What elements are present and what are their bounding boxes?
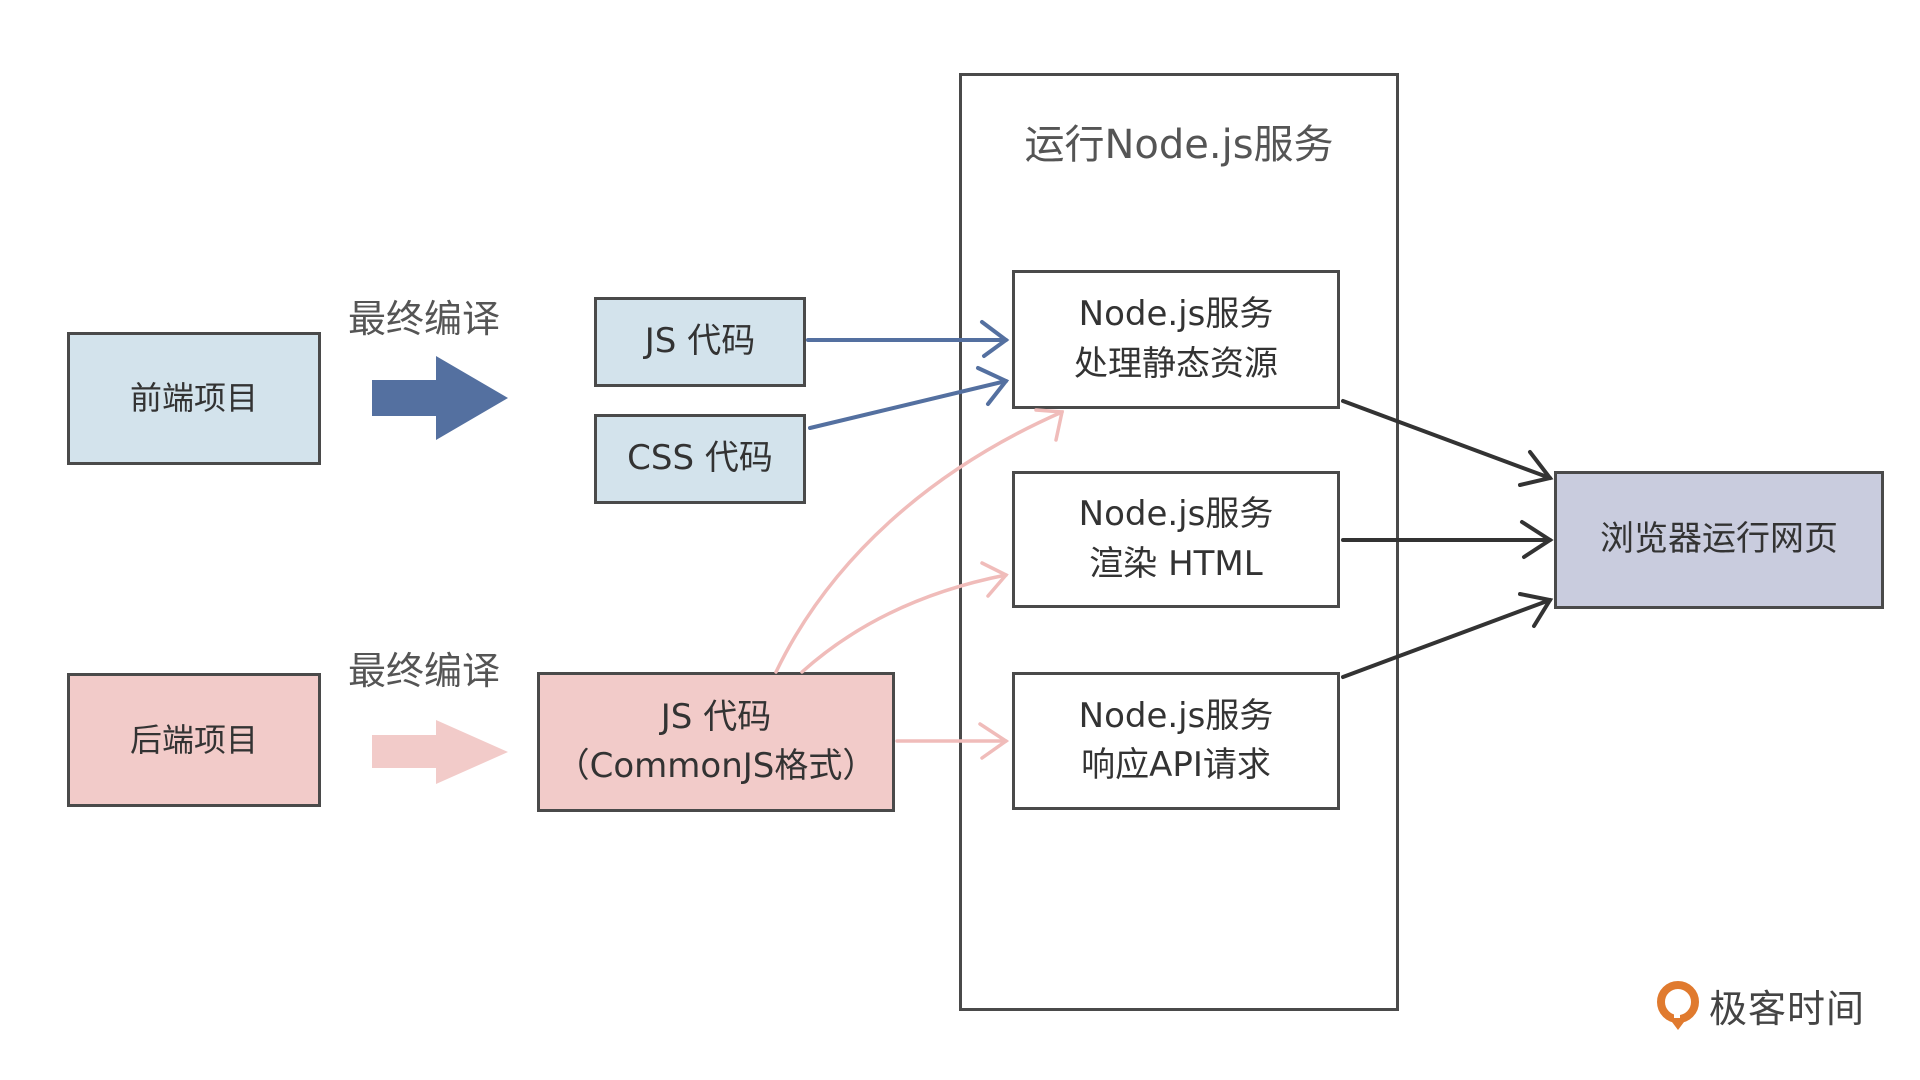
backend-project-label: 后端项目 [129, 720, 258, 759]
frontend-compile-arrow [372, 356, 508, 440]
node-service-static: Node.js服务 处理静态资源 [1012, 270, 1340, 409]
js-code-node: JS 代码 [594, 297, 806, 387]
frontend-project-node: 前端项目 [67, 332, 321, 465]
css-code-label: CSS 代码 [627, 438, 773, 479]
edge-render-to-browser-head [1520, 520, 1554, 559]
edge-commonjs-to-static [774, 410, 1064, 674]
backend-project-node: 后端项目 [67, 673, 321, 807]
frontend-compile-label: 最终编译 [348, 297, 501, 341]
backend-compile-arrow [372, 720, 508, 784]
css-code-node: CSS 代码 [594, 414, 806, 504]
node-service-api-line2: 响应API请求 [1081, 745, 1271, 785]
geektime-logo: 极客时间 [1655, 978, 1865, 1033]
commonjs-code-line2: （CommonJS格式） [555, 746, 877, 786]
edge-api-to-browser [1341, 598, 1552, 679]
node-service-container-title: 运行Node.js服务 [1024, 122, 1334, 168]
browser-node: 浏览器运行网页 [1554, 471, 1884, 609]
geektime-logo-text: 极客时间 [1709, 987, 1866, 1031]
edge-commonjs-to-render-head [980, 561, 1009, 598]
backend-compile-label: 最终编译 [348, 649, 501, 693]
geektime-logo-icon [1657, 980, 1699, 1030]
edge-css-to-static-head [976, 366, 1010, 406]
node-service-static-line2: 处理静态资源 [1074, 343, 1278, 384]
node-service-render-line2: 渲染 HTML [1089, 543, 1263, 584]
node-service-render-line1: Node.js服务 [1078, 494, 1274, 535]
node-service-api: Node.js服务 响应API请求 [1012, 672, 1340, 810]
frontend-project-label: 前端项目 [129, 379, 258, 418]
js-code-label: JS 代码 [644, 321, 756, 362]
node-service-static-line1: Node.js服务 [1078, 294, 1274, 335]
edge-api-to-browser-head [1518, 592, 1554, 628]
edge-static-to-browser-head [1518, 450, 1554, 487]
edge-static-to-browser [1341, 399, 1552, 480]
edge-js-to-static-head [980, 320, 1010, 358]
browser-label: 浏览器运行网页 [1600, 519, 1838, 560]
node-service-render: Node.js服务 渲染 HTML [1012, 471, 1340, 608]
edge-commonjs-to-static-head [1034, 408, 1065, 442]
edge-commonjs-to-render [800, 573, 1008, 674]
commonjs-code-node: JS 代码 （CommonJS格式） [537, 672, 895, 812]
node-service-api-line1: Node.js服务 [1078, 695, 1274, 736]
edge-css-to-static [808, 379, 1008, 430]
edge-commonjs-to-api-head [978, 722, 1010, 760]
commonjs-code-line1: JS 代码 [660, 696, 772, 737]
